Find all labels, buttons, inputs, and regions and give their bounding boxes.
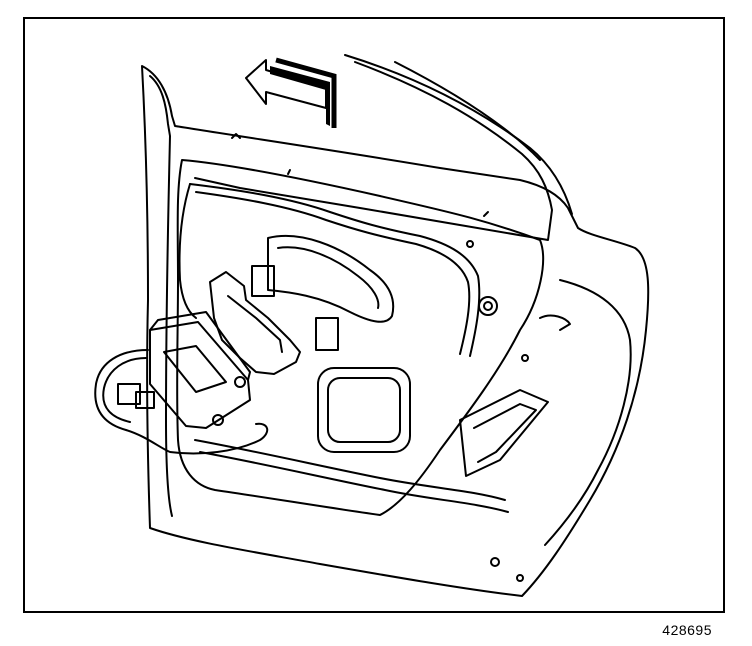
check-strap: [539, 314, 571, 331]
window-channel: [394, 61, 541, 161]
figure-frame: [23, 17, 725, 613]
bracket-slot-lower: [315, 317, 339, 351]
inner-panel-outline: [176, 159, 544, 516]
door-outer-inner-edge: [149, 75, 173, 517]
bracket-slot-upper: [251, 265, 275, 297]
rear-trim-channel-2: [473, 403, 537, 463]
door-outer-panel: [141, 65, 650, 597]
mount-bolt-1: [234, 376, 246, 388]
grommet: [478, 296, 498, 316]
actuator-wire-loop-2: [102, 357, 147, 423]
electrical-connector-2: [135, 391, 155, 409]
fastener-bottom: [516, 574, 524, 582]
lock-actuator-face: [149, 311, 251, 381]
actuator-wire-loop: [94, 349, 269, 455]
fastener-right: [521, 354, 529, 362]
window-frame-inner: [194, 61, 553, 241]
electrical-connector: [117, 383, 141, 405]
speaker-opening-inner: [327, 377, 401, 443]
lock-actuator-detail: [163, 345, 227, 393]
grommet-inner: [483, 301, 493, 311]
window-frame-upper: [344, 54, 573, 215]
figure-number: 428695: [662, 622, 712, 638]
wire-harness-upper-2: [195, 191, 471, 355]
panel-tab-3: [483, 211, 489, 217]
lower-panel-edge: [194, 439, 506, 501]
latch-bracket: [209, 271, 301, 375]
speaker-opening: [317, 367, 411, 453]
fastener-lower: [490, 557, 500, 567]
panel-tab-2: [287, 169, 291, 175]
rear-trim-channel: [459, 389, 549, 477]
wire-harness-left: [178, 183, 197, 319]
access-hole-upper: [267, 234, 395, 323]
arrow-icon: [245, 57, 337, 128]
door-pocket-edge: [544, 279, 632, 546]
panel-tab-1: [231, 133, 241, 139]
wire-harness-upper: [189, 183, 481, 357]
mount-bolt-2: [212, 414, 224, 426]
lock-actuator-body: [149, 321, 251, 429]
latch-bracket-inner: [227, 295, 283, 353]
access-hole-upper-inner: [277, 246, 380, 309]
fastener-upper: [466, 240, 474, 248]
lower-panel-edge-2: [199, 451, 509, 513]
